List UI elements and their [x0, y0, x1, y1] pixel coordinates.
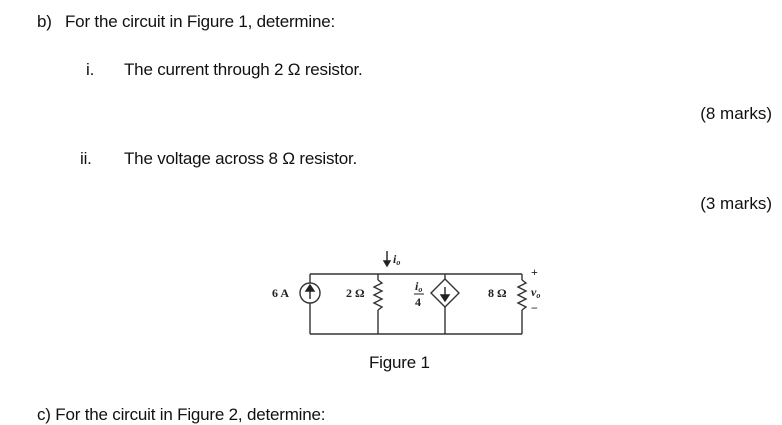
minus-sign: − — [531, 301, 538, 315]
part-ii-marks: (3 marks) — [700, 194, 772, 213]
next-question-partial: c) For the circuit in Figure 2, determin… — [37, 405, 326, 424]
part-i-text: The current through 2 Ω resistor. — [124, 60, 363, 79]
question-label: b) — [37, 12, 52, 31]
dependent-den-label: 4 — [415, 295, 421, 309]
down-arrow-icon — [439, 294, 451, 303]
resistor-8ohm-icon — [516, 279, 528, 311]
circuit-diagram: 6 A 2 Ω io io 4 8 Ω + vo − — [272, 251, 540, 335]
part-i-marks: (8 marks) — [700, 104, 772, 123]
part-ii-numeral: ii. — [80, 149, 92, 168]
question-prompt: For the circuit in Figure 1, determine: — [65, 12, 335, 31]
resistor-2-label: 8 Ω — [488, 286, 507, 300]
plus-sign: + — [531, 265, 538, 279]
part-ii-text: The voltage across 8 Ω resistor. — [124, 149, 358, 168]
current-io-label: io — [393, 252, 400, 267]
up-arrow-icon — [304, 283, 316, 292]
resistor-1-label: 2 Ω — [346, 286, 365, 300]
part-i-numeral: i. — [86, 60, 95, 79]
current-arrow-icon — [382, 260, 392, 268]
figure-caption: Figure 1 — [369, 353, 430, 372]
resistor-2ohm-icon — [372, 279, 384, 311]
voltage-vo-label: vo — [531, 285, 540, 300]
current-source-icon — [299, 282, 321, 304]
current-source-label: 6 A — [272, 286, 289, 300]
dependent-num-label: io — [415, 279, 422, 294]
